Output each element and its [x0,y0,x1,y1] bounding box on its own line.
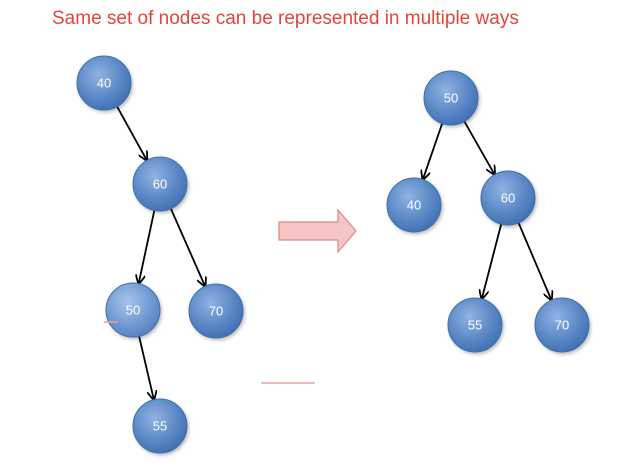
right-node-50: 50 [423,70,479,126]
left-edge-L50-L55 [138,336,154,398]
left-edge-L60-L70 [170,208,205,286]
right-edge-R50-R40 [423,123,444,179]
node-circle [105,282,161,338]
nodes-layer: 40 60 50 70 55 50 40 60 55 70 [76,55,590,454]
node-circle [76,55,132,111]
right-node-40: 40 [386,177,442,233]
node-circle [132,156,188,212]
node-label: 70 [555,318,569,333]
right-node-70: 70 [534,297,590,353]
diagram-title: Same set of nodes can be represented in … [52,8,519,29]
node-circle [480,170,536,226]
edges-layer [116,106,551,399]
left-edge-L40-L60 [116,106,146,160]
right-arrow-icon [278,208,357,254]
node-label: 50 [126,303,140,318]
node-circle [423,70,479,126]
node-label: 60 [153,177,167,192]
left-node-70: 70 [188,283,244,339]
node-label: 40 [407,198,421,213]
node-circle [132,398,188,454]
right-edge-R50-R60 [463,121,494,173]
left-edge-L60-L50 [139,210,156,282]
left-node-55: 55 [132,398,188,454]
node-label: 55 [153,419,167,434]
node-label: 60 [501,191,515,206]
node-circle [447,297,503,353]
left-node-60: 60 [132,156,188,212]
node-circle [534,297,590,353]
node-label: 50 [444,91,458,106]
node-label: 70 [209,304,223,319]
node-circle [188,283,244,339]
right-edge-R60-R70 [517,222,551,299]
right-node-60: 60 [480,170,536,226]
left-node-40: 40 [76,55,132,111]
node-label: 40 [97,76,111,91]
node-circle [386,177,442,233]
left-node-50: 50 [105,282,161,338]
node-label: 55 [468,318,482,333]
right-node-55: 55 [447,297,503,353]
right-edge-R60-R55 [482,223,503,298]
